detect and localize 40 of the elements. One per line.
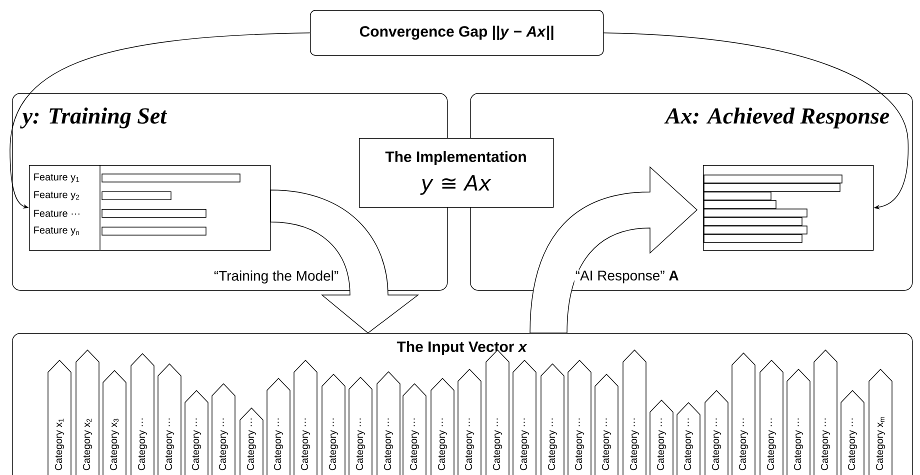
- category-pentagon: Category x$_{1}$: [48, 360, 72, 475]
- category-pentagon: Category ···: [622, 350, 646, 475]
- edge-label: “AI Response” A: [574, 270, 680, 284]
- category-pentagon: Category ···: [130, 353, 154, 475]
- bar-chart: Feature y$_{1}$ Feature y$_{2}$ Feature ··· Feature y$_{n}$: [29, 164, 271, 251]
- curved-arrow: [603, 32, 909, 210]
- category-pentagon: Category ···: [704, 390, 728, 475]
- edge-label: “Training the Model”: [212, 269, 340, 285]
- category-pentagon: Category ···: [294, 360, 318, 475]
- category-pentagon: Category ···: [732, 352, 756, 475]
- category-pentagon: Category ···: [458, 368, 482, 475]
- bar-chart: [703, 165, 874, 251]
- category-pentagon: Category x$_{m}$: [868, 368, 892, 475]
- category-pentagon: Category ···: [676, 402, 700, 475]
- category-pentagon: Category ···: [814, 350, 838, 475]
- category-pentagon: Category ···: [212, 383, 236, 475]
- formula-box: The Implementation y ≅ Ax: [359, 138, 554, 208]
- category-pentagon: Category ···: [760, 360, 784, 475]
- category-pentagon: Category ···: [786, 368, 810, 475]
- category-pentagon: Category ···: [840, 390, 864, 475]
- category-pentagon: Category ···: [266, 378, 290, 475]
- category-pentagon: Category ···: [512, 360, 536, 475]
- category-pentagon: Category x$_{2}$: [76, 350, 100, 475]
- block-arrow: [530, 166, 698, 334]
- category-pentagon: Category ···: [540, 363, 564, 475]
- category-pentagon: Category x$_{3}$: [102, 370, 126, 475]
- category-pentagon: Category ···: [376, 371, 400, 475]
- node-label: Category ···: [492, 418, 502, 470]
- category-pentagon: Category ···: [430, 378, 454, 475]
- category-pentagon: Category ···: [594, 374, 618, 475]
- block-arrow: [270, 190, 418, 334]
- category-pentagon: Category ···: [184, 390, 208, 475]
- formula-box: Convergence Gap ||y − Ax||: [310, 10, 604, 56]
- category-pentagon: Category ···: [650, 400, 674, 475]
- category-pentagon: Category ···: [158, 363, 182, 475]
- category-pentagon: Category ···: [322, 374, 346, 475]
- category-pentagon: Category ···: [348, 376, 372, 475]
- category-pentagon: Category ···: [568, 360, 592, 475]
- category-pentagon: Category ···: [240, 408, 264, 475]
- category-pentagon: Category ···: [402, 383, 426, 475]
